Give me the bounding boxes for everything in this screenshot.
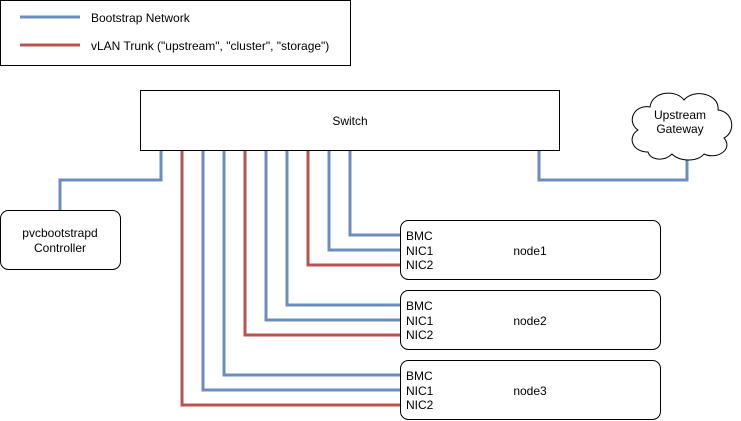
node1-nic2-link: [306, 150, 400, 267]
controller-label-line2: Controller: [34, 241, 86, 255]
node1-port-nic1: NIC1: [406, 244, 434, 258]
switch: Switch: [140, 90, 560, 151]
legend: Bootstrap Network vLAN Trunk ("upstream"…: [0, 0, 351, 66]
node3-bmc-link: [222, 150, 400, 377]
legend-bootstrap-label: Bootstrap Network: [91, 11, 191, 25]
node2-bmc-link: [285, 150, 400, 307]
legend-trunk-label: vLAN Trunk ("upstream", "cluster", "stor…: [91, 39, 329, 53]
node1-nic1-link: [327, 150, 400, 252]
gateway-link: [537, 150, 689, 182]
node3-port-nic1: NIC1: [406, 384, 434, 398]
node2-nic2-link: [243, 150, 400, 337]
cloud-icon: [631, 92, 733, 161]
connections: [58, 150, 689, 407]
node1-box: BMC NIC1 NIC2 node1: [400, 220, 661, 280]
node1-name: node1: [513, 244, 547, 258]
gateway-label-line1: Upstream: [654, 108, 706, 122]
gateway-label-line2: Gateway: [656, 122, 703, 136]
switch-label: Switch: [332, 114, 367, 128]
controller-label-line1: pvcbootstrapd: [22, 226, 97, 240]
node3-box: BMC NIC1 NIC2 node3: [400, 360, 661, 420]
controller-link: [58, 150, 163, 211]
node3-port-bmc: BMC: [406, 369, 433, 383]
node3-nic2-link: [180, 150, 400, 407]
node1-port-bmc: BMC: [406, 229, 433, 243]
gateway-cloud: Upstream Gateway: [631, 92, 733, 161]
node2-name: node2: [513, 314, 547, 328]
node3-nic1-link: [201, 150, 400, 392]
node2-port-nic1: NIC1: [406, 314, 434, 328]
node2-nic1-link: [264, 150, 400, 322]
controller: pvcbootstrapd Controller: [0, 210, 121, 270]
node2-box: BMC NIC1 NIC2 node2: [400, 290, 661, 350]
node2-port-nic2: NIC2: [406, 328, 434, 342]
node1-port-nic2: NIC2: [406, 258, 434, 272]
node2-port-bmc: BMC: [406, 299, 433, 313]
node3-port-nic2: NIC2: [406, 398, 434, 412]
node3-name: node3: [513, 384, 547, 398]
node1-bmc-link: [348, 150, 400, 237]
